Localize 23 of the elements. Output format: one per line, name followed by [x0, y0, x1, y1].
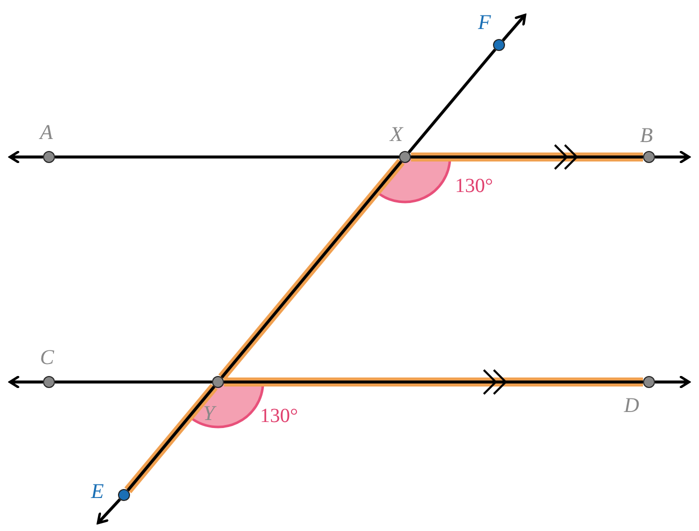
ray-arrow [8, 376, 43, 388]
angle-label: 130° [455, 176, 493, 196]
point-label: C [40, 347, 54, 368]
ray-arrow [655, 376, 690, 388]
point-label: D [624, 395, 640, 416]
highlighted-line [224, 369, 643, 395]
highlighted-line [411, 144, 643, 170]
line-segment [408, 48, 496, 154]
highlighted-line [218, 158, 405, 380]
line-segment [55, 380, 212, 384]
point-label: E [91, 481, 104, 502]
point-label: X [390, 124, 403, 145]
ray-arrow [655, 150, 690, 164]
point-label: B [640, 125, 653, 146]
ray-arrow [8, 150, 43, 164]
point-label: Y [203, 403, 215, 424]
ray-arrow [96, 498, 122, 524]
ray-arrow [502, 14, 526, 42]
angle-label: 130° [260, 406, 298, 426]
highlighted-line [124, 384, 218, 494]
point-label: A [40, 122, 53, 143]
point-label: F [478, 12, 491, 33]
line-segment [55, 156, 399, 158]
